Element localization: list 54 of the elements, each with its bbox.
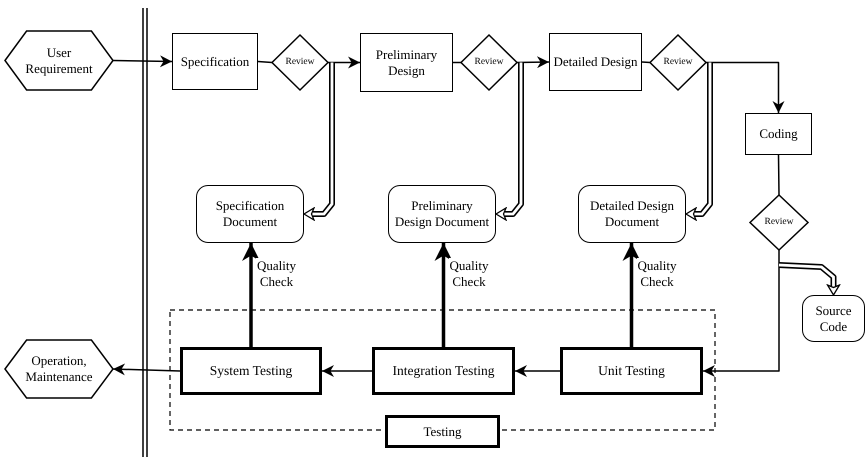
document-box	[802, 295, 865, 342]
review-diamond	[461, 35, 517, 90]
arrow	[703, 250, 780, 377]
node-label: Coding	[759, 126, 798, 142]
node-label: User Requirement	[24, 44, 94, 76]
node-label: Detailed Design Document	[588, 198, 676, 230]
review-diamond	[750, 195, 808, 250]
group-title: Testing	[385, 415, 500, 448]
terminal-hexagon	[5, 340, 113, 398]
document-box	[388, 185, 496, 243]
process-box	[360, 33, 453, 92]
process-box	[172, 33, 258, 90]
node-label: Operation, Maintenance	[24, 353, 94, 385]
arrow	[112, 55, 172, 68]
testing-box	[560, 347, 703, 395]
review-label: Review	[663, 56, 693, 68]
testing-group	[170, 310, 715, 448]
hollow-arrow	[685, 62, 713, 221]
hollow-arrow	[495, 62, 524, 221]
arrow	[434, 243, 452, 347]
edge-label: Quality Check	[256, 258, 297, 290]
arrow	[516, 56, 550, 68]
arrow	[622, 243, 640, 347]
review-label: Review	[764, 216, 794, 228]
node-label: Specification	[180, 54, 250, 70]
review-diamond	[650, 35, 706, 90]
node-label: Source Code	[814, 302, 853, 334]
arrow	[328, 56, 360, 68]
arrow	[322, 365, 372, 377]
document-box	[578, 185, 686, 243]
node-label: Preliminary Design	[374, 46, 438, 78]
node-label: Detailed Design	[553, 54, 638, 70]
node-label: System Testing	[210, 362, 292, 380]
edge-label: Quality Check	[636, 258, 678, 290]
testing-box	[180, 347, 322, 395]
review-label: Review	[474, 56, 504, 68]
edge-label: Quality Check	[448, 258, 490, 290]
arrow	[242, 243, 260, 347]
terminal-hexagon	[5, 31, 113, 90]
review-label: Review	[285, 56, 315, 68]
node-label: Integration Testing	[392, 362, 494, 380]
node-label: Preliminary Design Document	[394, 198, 490, 230]
document-box	[196, 185, 304, 243]
arrow	[112, 363, 180, 376]
review-diamond	[272, 35, 328, 90]
node-label: Specification Document	[214, 198, 286, 230]
process-box	[549, 33, 642, 91]
node-label: Unit Testing	[598, 362, 665, 380]
arrow	[515, 365, 560, 377]
hollow-arrow	[303, 62, 335, 221]
arrow	[706, 62, 784, 113]
testing-box	[372, 347, 515, 395]
process-box	[745, 113, 812, 155]
hollow-arrow	[778, 262, 840, 296]
